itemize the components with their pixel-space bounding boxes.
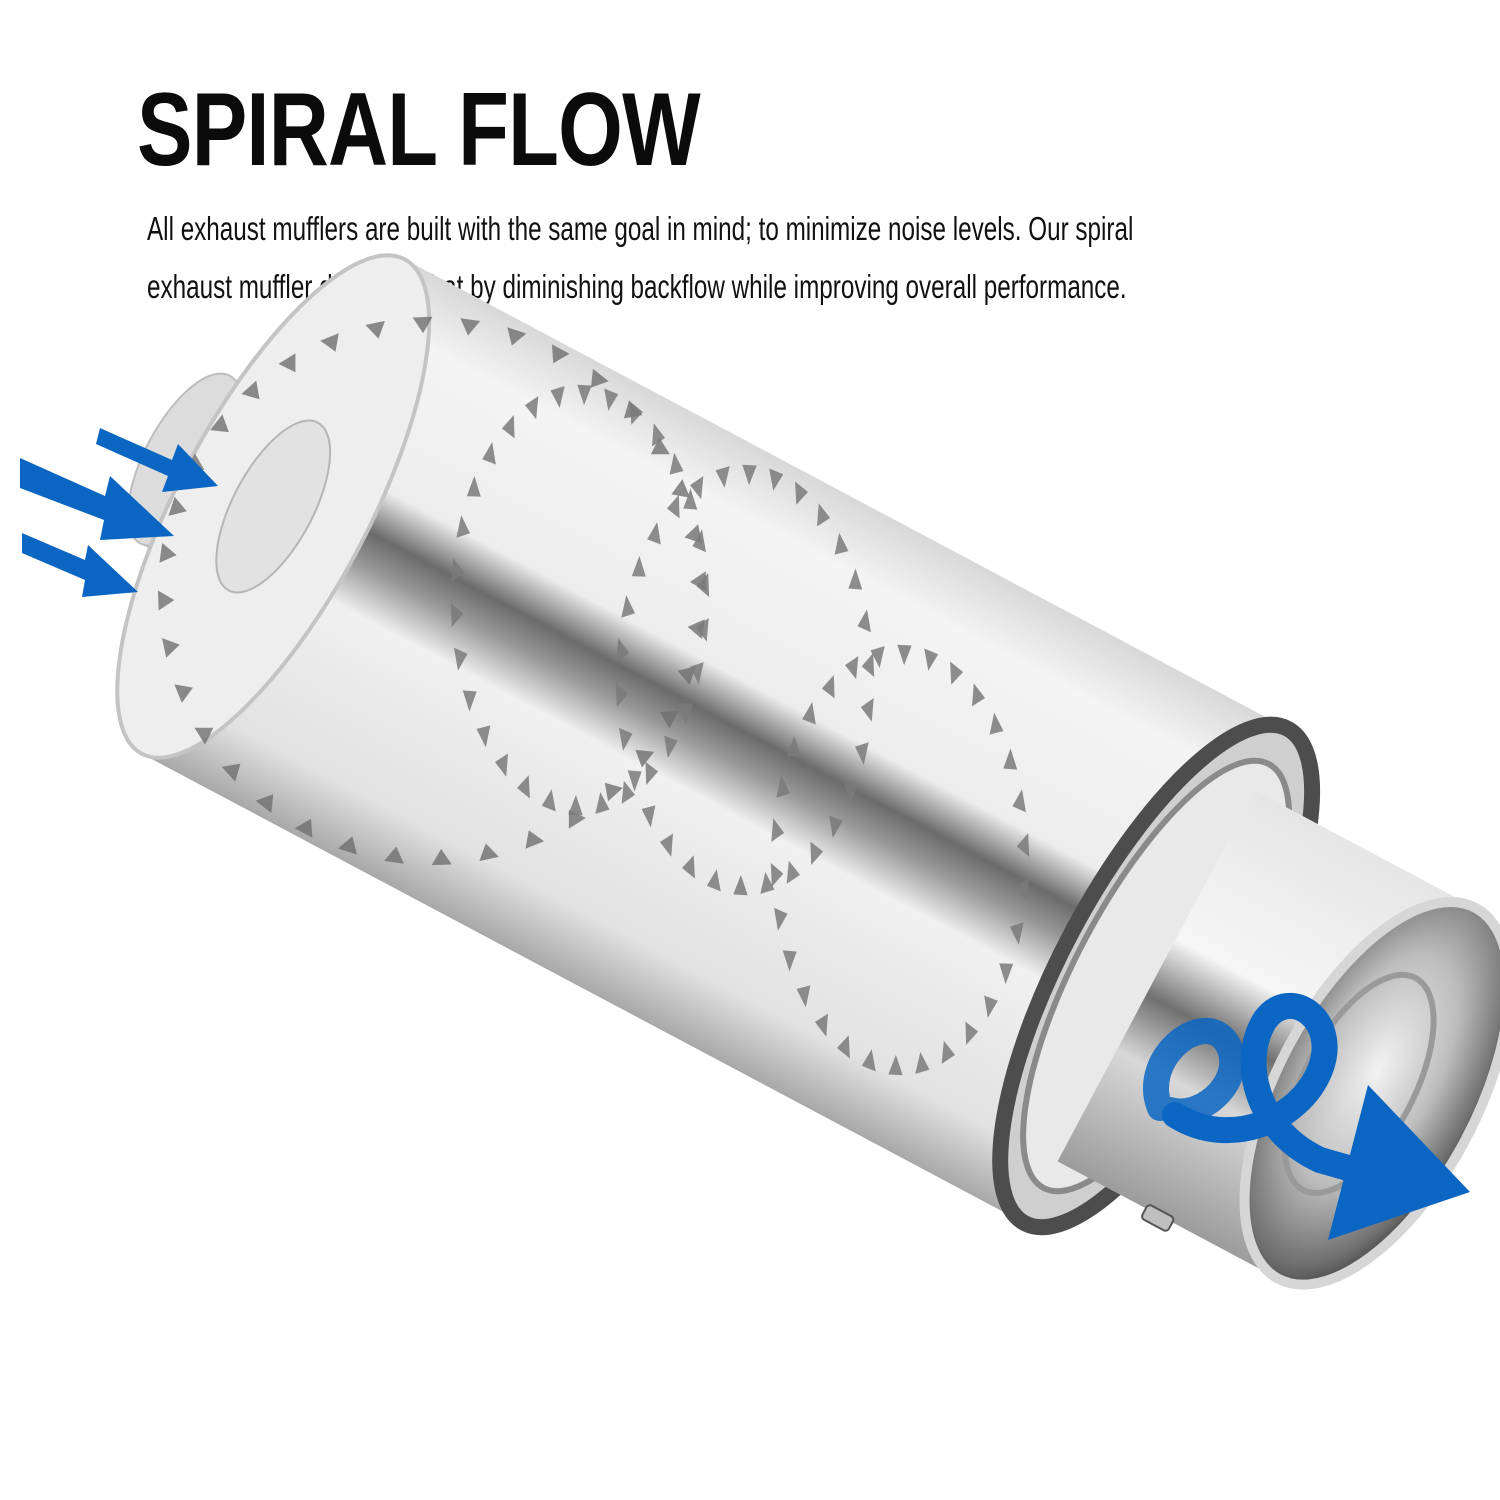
- arrow-icon-middle: [20, 458, 174, 540]
- description-line-1: All exhaust mufflers are built with the …: [147, 210, 1134, 247]
- arrow-icon-top: [96, 428, 218, 492]
- description: All exhaust mufflers are built with the …: [147, 200, 1176, 316]
- headline: SPIRAL FLOW: [137, 72, 701, 188]
- arrow-icon-bottom: [22, 533, 138, 597]
- muffler-body: [115, 253, 1500, 1290]
- spiral-outflow-arrow: [1143, 992, 1368, 1183]
- spiral-rings: [450, 384, 1030, 1076]
- inflow-arrows: [20, 428, 218, 597]
- arrow-head-icon: [1328, 1085, 1470, 1240]
